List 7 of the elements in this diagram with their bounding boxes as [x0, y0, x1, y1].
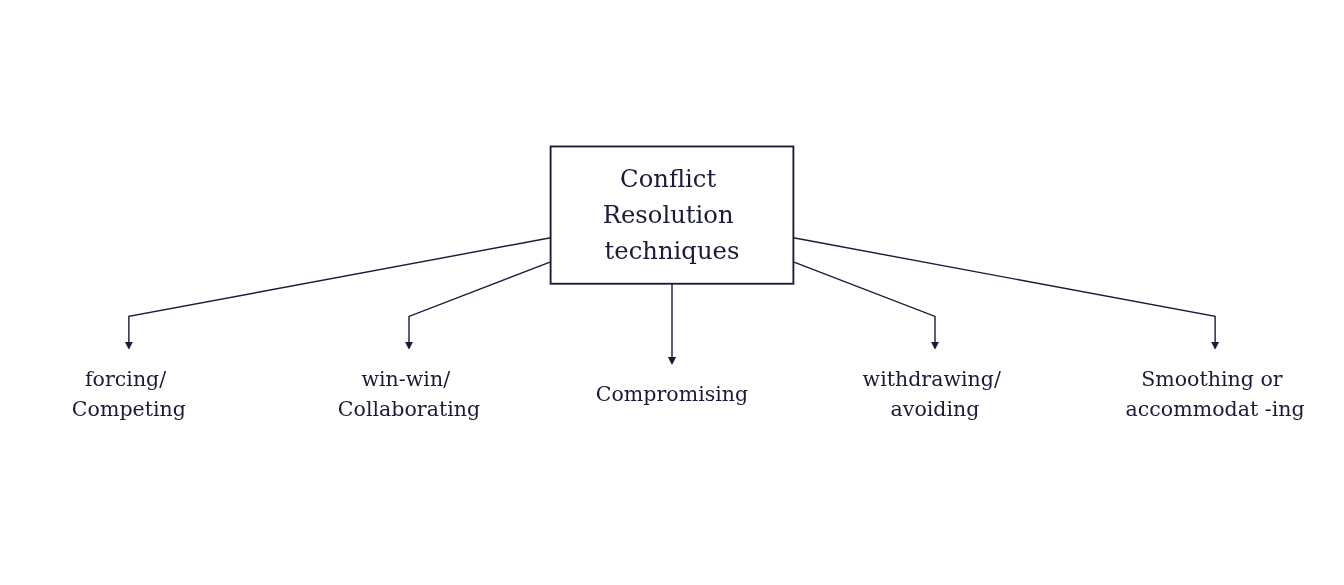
node-text: win-win/ Collaborating	[337, 366, 481, 421]
arrow	[667, 282, 677, 365]
node-text: forcing/ Competing	[71, 366, 186, 421]
node-text: Compromising	[595, 382, 749, 406]
node-box: Conflict Resolution techniques	[549, 145, 795, 285]
node-text: Smoothing or accommodat -ing	[1125, 366, 1305, 421]
node-text: withdrawing/ avoiding	[862, 366, 1001, 421]
